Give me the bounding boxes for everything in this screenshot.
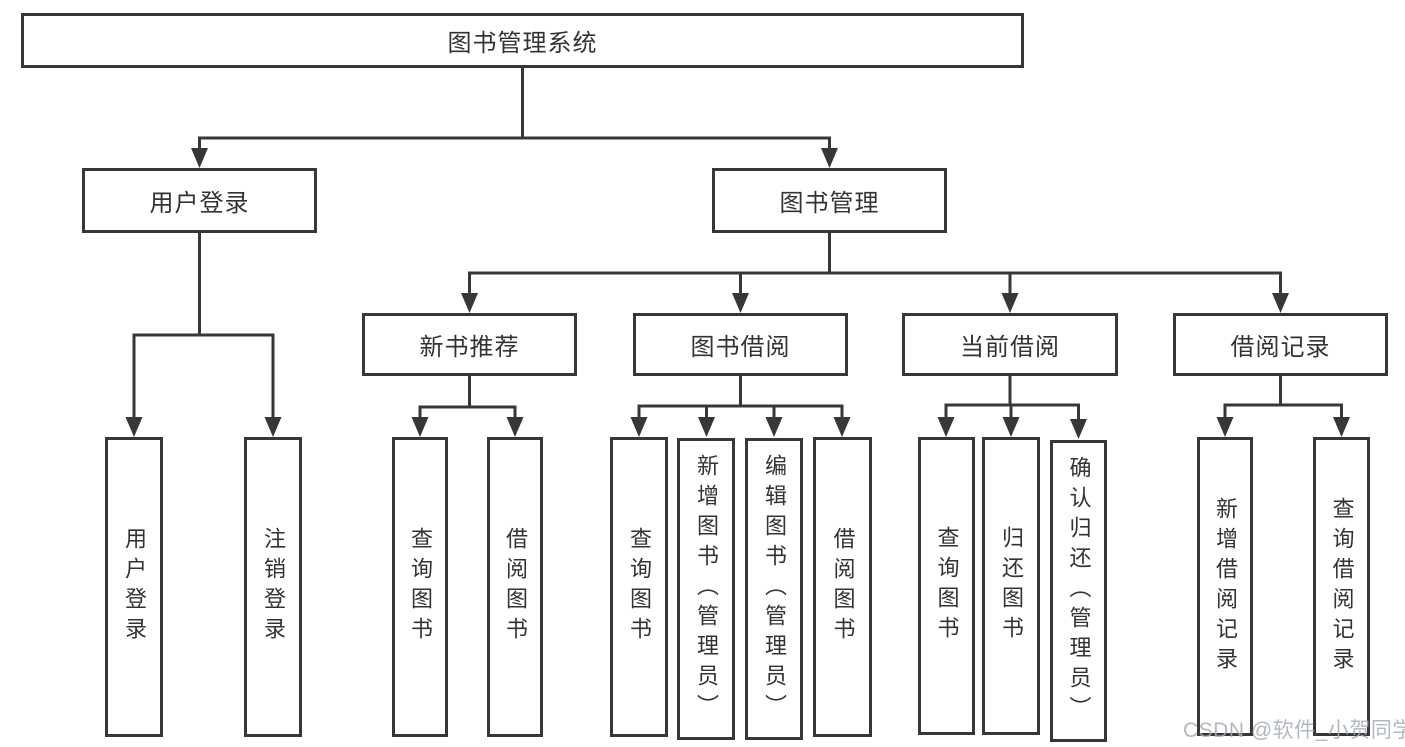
node-query-borrow-record: 查询借阅记录 (1313, 437, 1370, 736)
node-user-login: 用户登录 (82, 168, 317, 233)
node-book-management-system: 图书管理系统 (21, 13, 1024, 68)
connector-userlogin-to-children (125, 233, 282, 437)
node-return-books: 归还图书 (982, 437, 1040, 735)
connector-bookmgmt-to-level3 (461, 233, 1289, 313)
node-borrow-books-recommend: 借阅图书 (487, 437, 543, 737)
node-add-books-admin: 新增图书（管理员） (677, 438, 735, 740)
node-query-books-borrow: 查询图书 (610, 437, 668, 737)
node-current-borrowing: 当前借阅 (902, 313, 1118, 376)
watermark: CSDN @软件_小贺同学 (1183, 719, 1405, 742)
node-borrowing-records: 借阅记录 (1173, 313, 1388, 376)
node-user-login-leaf: 用户登录 (105, 437, 163, 737)
node-book-management: 图书管理 (712, 168, 947, 233)
connector-bookborrow-to-children (630, 376, 851, 437)
node-logout: 注销登录 (244, 437, 302, 737)
node-borrow-books-leaf: 借阅图书 (813, 437, 872, 737)
node-confirm-return-admin: 确认归还（管理员） (1050, 440, 1107, 742)
node-new-book-recommend: 新书推荐 (362, 313, 577, 376)
node-query-books-recommend: 查询图书 (392, 437, 448, 737)
connector-borrowrecords-to-children (1216, 376, 1350, 437)
node-add-borrow-record: 新增借阅记录 (1197, 437, 1253, 736)
connector-newbooks-to-children (411, 376, 524, 437)
node-book-borrowing: 图书借阅 (633, 313, 848, 376)
node-edit-books-admin: 编辑图书（管理员） (745, 438, 803, 740)
connector-currentborrow-to-children (937, 376, 1087, 439)
node-query-books-current: 查询图书 (918, 437, 975, 735)
connector-root-to-level2 (191, 68, 838, 168)
